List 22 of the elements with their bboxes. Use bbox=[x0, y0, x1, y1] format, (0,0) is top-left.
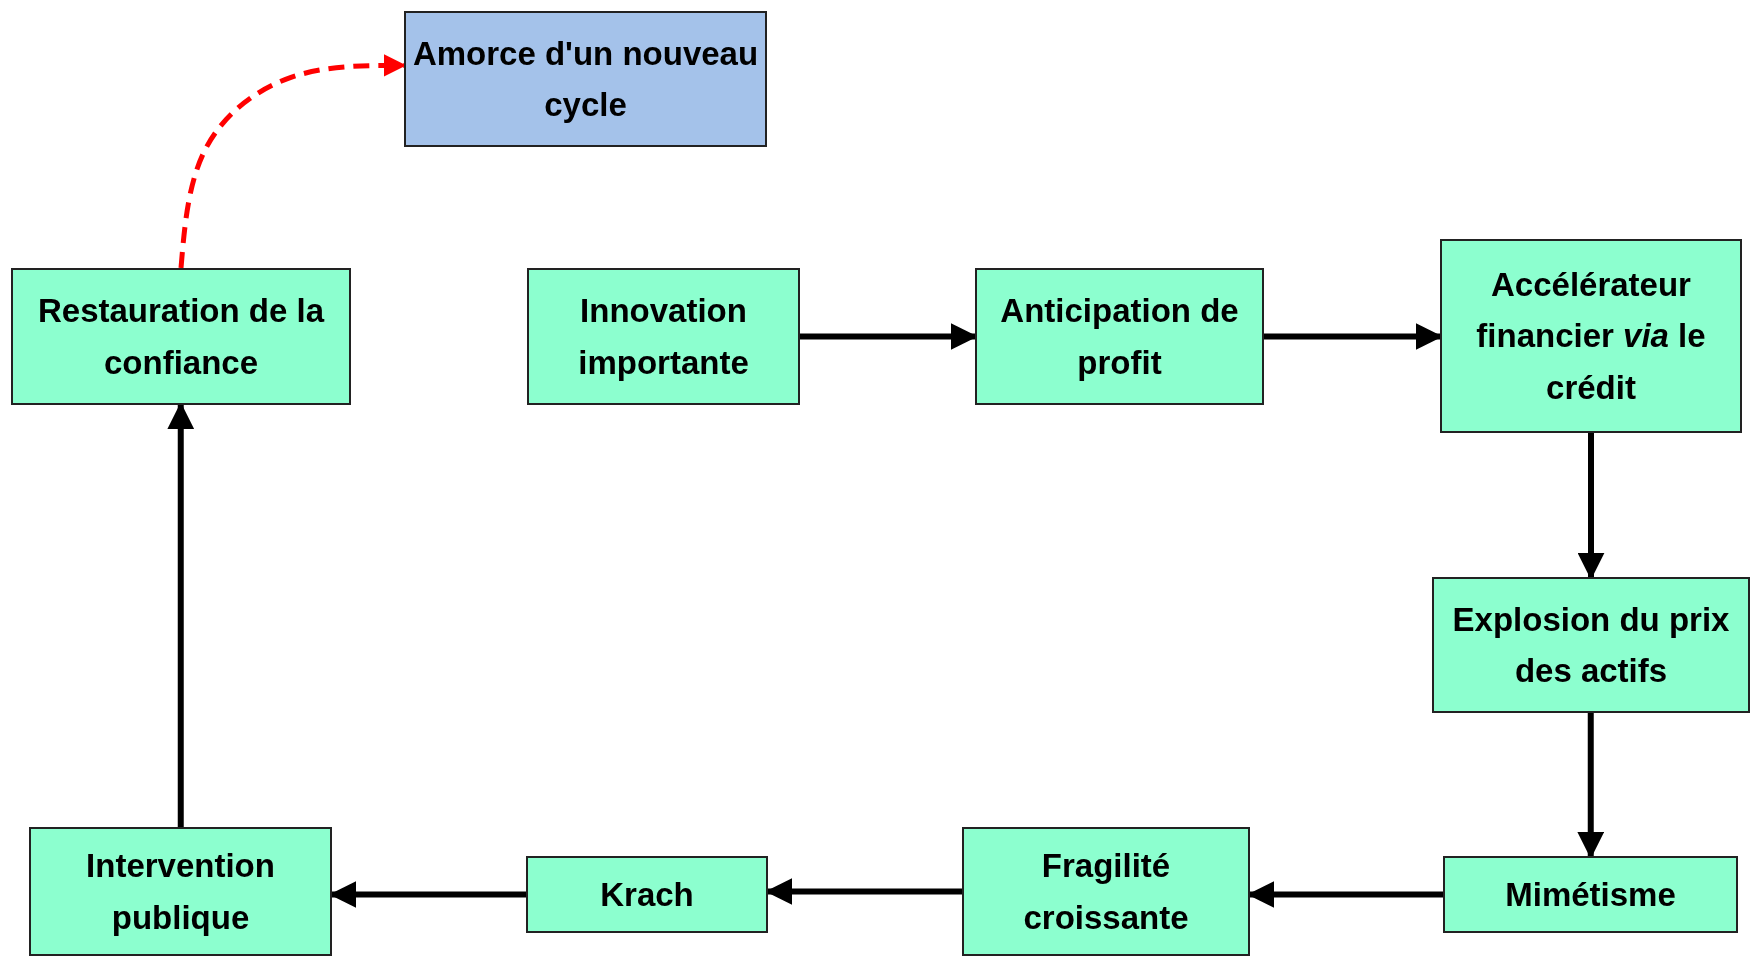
process-box bbox=[1443, 856, 1738, 933]
box-label: Amorce d'un nouveau cycle bbox=[411, 33, 760, 125]
box-label: Anticipation de profit bbox=[999, 291, 1240, 383]
process-box bbox=[962, 827, 1250, 956]
box-label: Fragilité croissante bbox=[1022, 846, 1190, 938]
box-label: Intervention publique bbox=[85, 846, 276, 938]
process-box bbox=[404, 11, 767, 147]
arrow bbox=[1577, 433, 1605, 580]
process-box bbox=[11, 268, 351, 405]
process-box bbox=[975, 268, 1264, 405]
process-box bbox=[527, 268, 800, 405]
process-box bbox=[526, 856, 768, 933]
box-label: Restauration de la confiance bbox=[36, 291, 326, 383]
process-box bbox=[1440, 239, 1742, 433]
box-label: Accélérateur financier via le crédit bbox=[1475, 265, 1707, 408]
box-label: Explosion du prix des actifs bbox=[1451, 599, 1731, 691]
process-box bbox=[1432, 577, 1750, 713]
box-label: Mimétisme bbox=[1505, 874, 1676, 915]
arrow bbox=[1577, 713, 1605, 859]
process-box bbox=[29, 827, 332, 956]
box-label: Krach bbox=[600, 874, 694, 915]
box-label: Innovation importante bbox=[577, 291, 750, 383]
